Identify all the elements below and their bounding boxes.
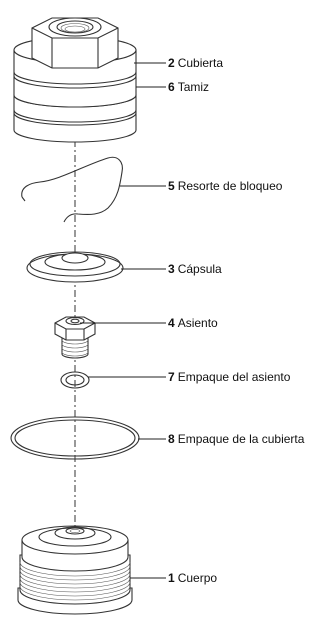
callout-number: 3 [168,262,175,276]
callout-label: Resorte de bloqueo [177,179,283,193]
capsula-part [26,251,124,283]
callout-label: Asiento [177,316,218,330]
empaque-de-la-cubierta-part [10,416,140,460]
callout-label: Cápsula [177,262,222,276]
callout-number: 2 [168,56,175,70]
callout-number: 5 [168,179,175,193]
cubierta-tamiz-part [13,17,137,143]
callout-number: 6 [168,80,175,94]
callout-label: Cubierta [177,56,224,70]
callout-number: 1 [168,571,175,585]
callout-number: 8 [168,432,175,446]
empaque-del-asiento-part [60,371,90,389]
cuerpo-part [17,525,133,615]
resorte-de-bloqueo-part [21,156,123,223]
callout-label: Empaque del asiento [177,370,291,384]
callout-label: Tamiz [177,80,210,94]
callout-label: Empaque de la cubierta [177,432,305,446]
callout-number: 4 [168,316,175,330]
callout-label: Cuerpo [177,571,218,585]
callout-number: 7 [168,370,175,384]
